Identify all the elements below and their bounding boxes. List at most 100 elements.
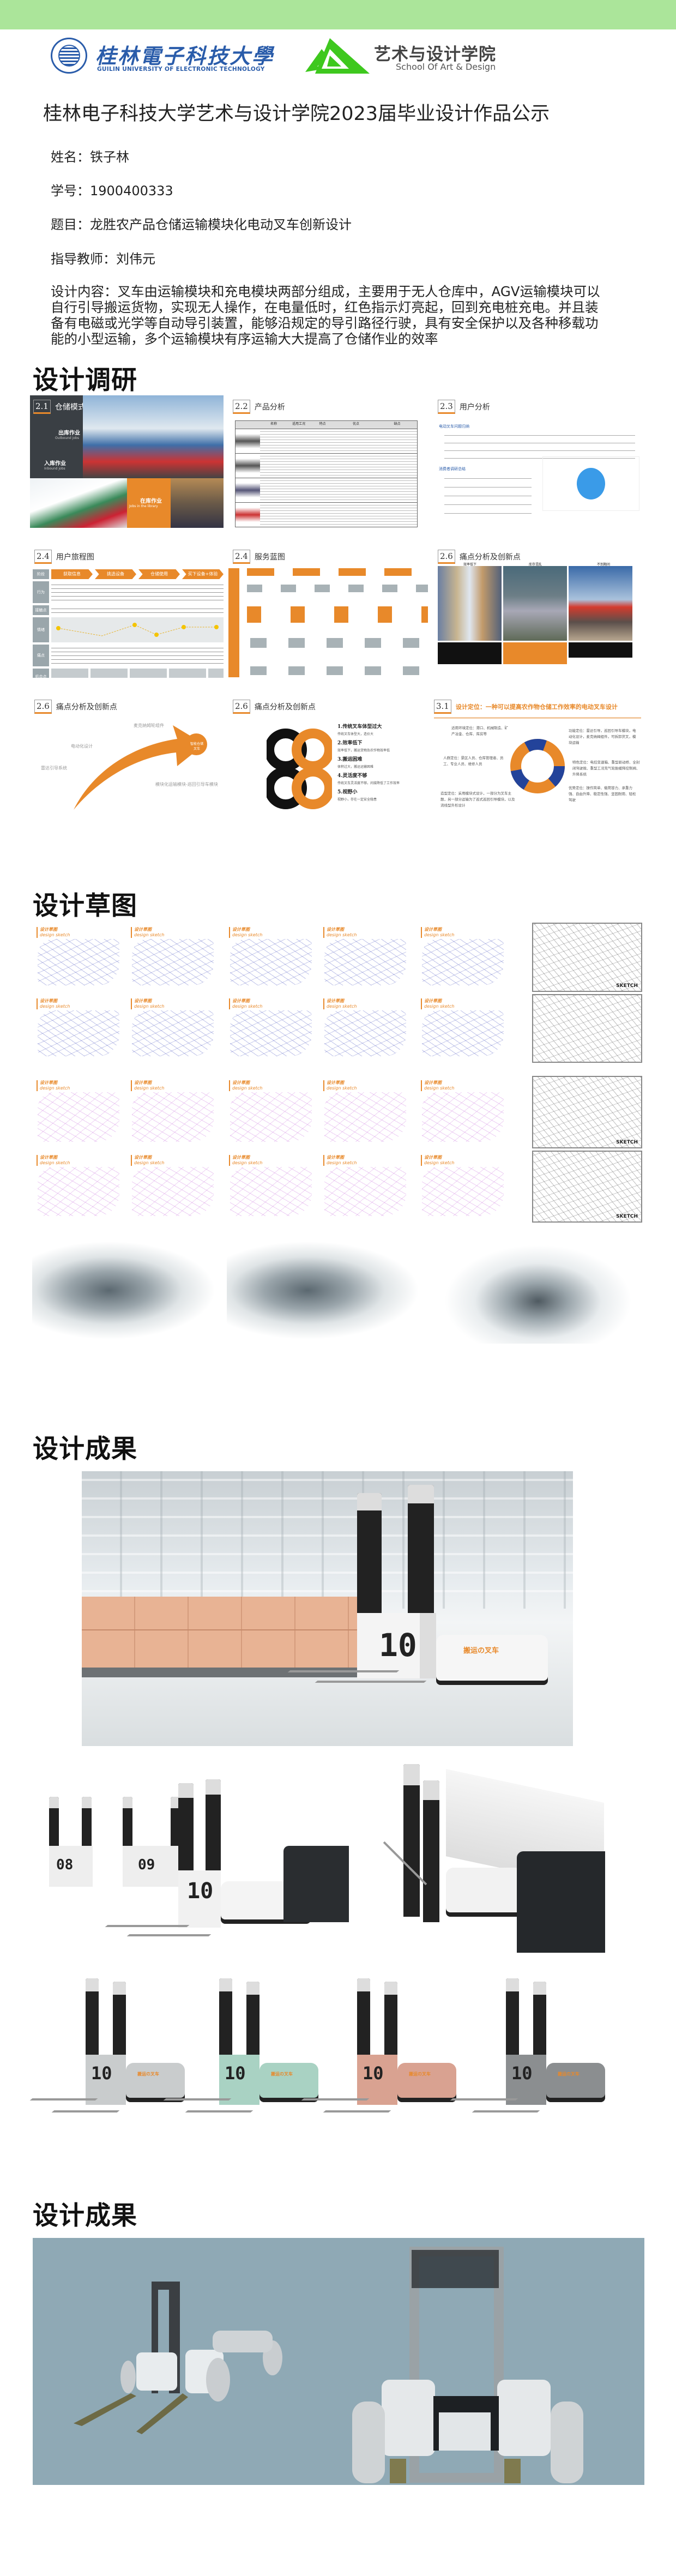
variant-render-mint: 10 搬运の叉车 [159,1973,323,2127]
row-label: 接触点 [33,605,49,615]
charging-render [353,1764,605,1953]
pain-point: 1.传统叉车体型过大 [337,724,382,730]
forklift-model-render [74,2247,583,2483]
school-name-cn: 艺术与设计学院 [374,45,496,64]
unit-number: 10 [379,1627,417,1664]
sketch-caption: SKETCH [616,983,638,989]
panel-number: 2.6 [438,550,455,564]
photo-caption: 效率低下 [463,563,477,567]
table-header: 名称 [260,421,287,429]
sketch-drawing [324,1092,406,1142]
university-emblem-icon [51,38,87,74]
env-positioning: 适用环境定位：港口、机械制造、矿产冶金、仓库、库房等 [451,726,508,736]
charging-station [283,1846,349,1922]
charging-station [517,1851,605,1953]
stage-label: 获取信息 [51,569,93,579]
panel-number: 2.4 [34,550,52,564]
pain-point: 2.效率低下 [337,741,363,746]
panel-number: 2.6 [233,700,250,714]
table-header: 适用工况 [287,421,310,429]
hero-render: 10 搬运の叉车 [82,1471,573,1746]
pain-point-desc: 传统叉车灵活度不够，间接降低了工作效率 [337,781,400,785]
sketch-drawing [230,1010,312,1056]
gray-sketch-tile: SKETCH [532,923,642,992]
advisor: 指导教师：刘伟元 [51,251,155,267]
unit-number: 10 [363,2063,384,2084]
section-heading-sketch: 设计草图 [33,891,137,921]
panel-title: 设计定位：一种可以提高农作物仓储工作效率的电动叉车设计 [455,703,618,711]
pain-point: 3.搬运困难 [337,757,363,762]
photo-caption: 不到期间 [597,563,611,567]
sketch-drawing [324,1010,406,1056]
outbound-en-label: Outbound jobs [55,436,79,440]
goal-label: 智能仓储叉车 [190,742,203,751]
pain-point-desc: 体积过大，搬运运输困难 [337,765,374,769]
innovation-item: 麦克纳姆轮组件 [134,723,164,728]
panel-number: 2.4 [233,550,250,564]
innovation-item: 电动化设计 [71,744,93,749]
stage-label: 挑选设备 [95,569,136,579]
university-name-en: GUILIN UNIVERSITY OF ELECTRONIC TECHNOLO… [97,66,265,73]
student-id: 学号：1900400333 [51,183,173,198]
unit-number: 08 [56,1857,74,1873]
pain-point: 4.灵活度不够 [337,773,367,779]
advantage-positioning: 优势定位：操作简单、载荷容力、承重力强、自由升降、稳定性强、坚固耐用、轻松驾驶 [569,786,636,802]
variant-render-silver: 10 搬运の叉车 [26,1973,189,2127]
sketch-drawing [230,939,312,985]
panel-title: 痛点分析及创新点 [254,703,316,712]
table-header: 缺点 [377,421,417,429]
sketch-drawing [230,1092,312,1142]
feature-positioning: 特色定位：电控变速箱、重型驱动桥、全封闭驾驶舱、重型工况充气轮胎缓降控制阀、升降… [572,760,640,777]
art-school-logo-icon [305,38,370,74]
stage-label: 买下设备+体验 [182,569,224,579]
pain-point-desc: 传统叉车体型大，造价大 [337,732,374,736]
pain-point-desc: 视野小，存在一定安全隐患 [337,798,377,802]
sketch-drawing [422,1010,504,1056]
table-header: 特点 [310,421,335,429]
design-description: 设计内容：叉车由运输模块和充电模块两部分组成，主要用于无人仓库中，AGV运输模块… [51,284,600,347]
panel-pain-points-list: 2.6 痛点分析及创新点 1.传统叉车体型过大传统叉车体型大，造价大 2.效率低下… [228,695,428,818]
brand-label: 搬运の叉车 [137,2072,159,2077]
gray-sketch-tile: SKETCH [532,1076,642,1148]
inlibrary-en-label: Jobs in the library [129,504,158,508]
panel-title: 用户旅程图 [56,553,94,562]
sketch-drawing [230,1166,312,1216]
gray-sketch-tile [532,994,642,1063]
sketch-caption: SKETCH [616,1214,638,1219]
infinity-loop-icon [267,729,332,809]
emotion-curve [56,623,219,637]
page-title: 桂林电子科技大学艺术与设计学院2023届毕业设计作品公示 [43,103,550,125]
panel-title: 仓储模式 [55,403,86,412]
sketch-drawing [132,1166,214,1216]
unit-number: 10 [91,2063,112,2084]
sketch-drawing [132,939,214,985]
row-label: 机会点 [33,669,49,678]
